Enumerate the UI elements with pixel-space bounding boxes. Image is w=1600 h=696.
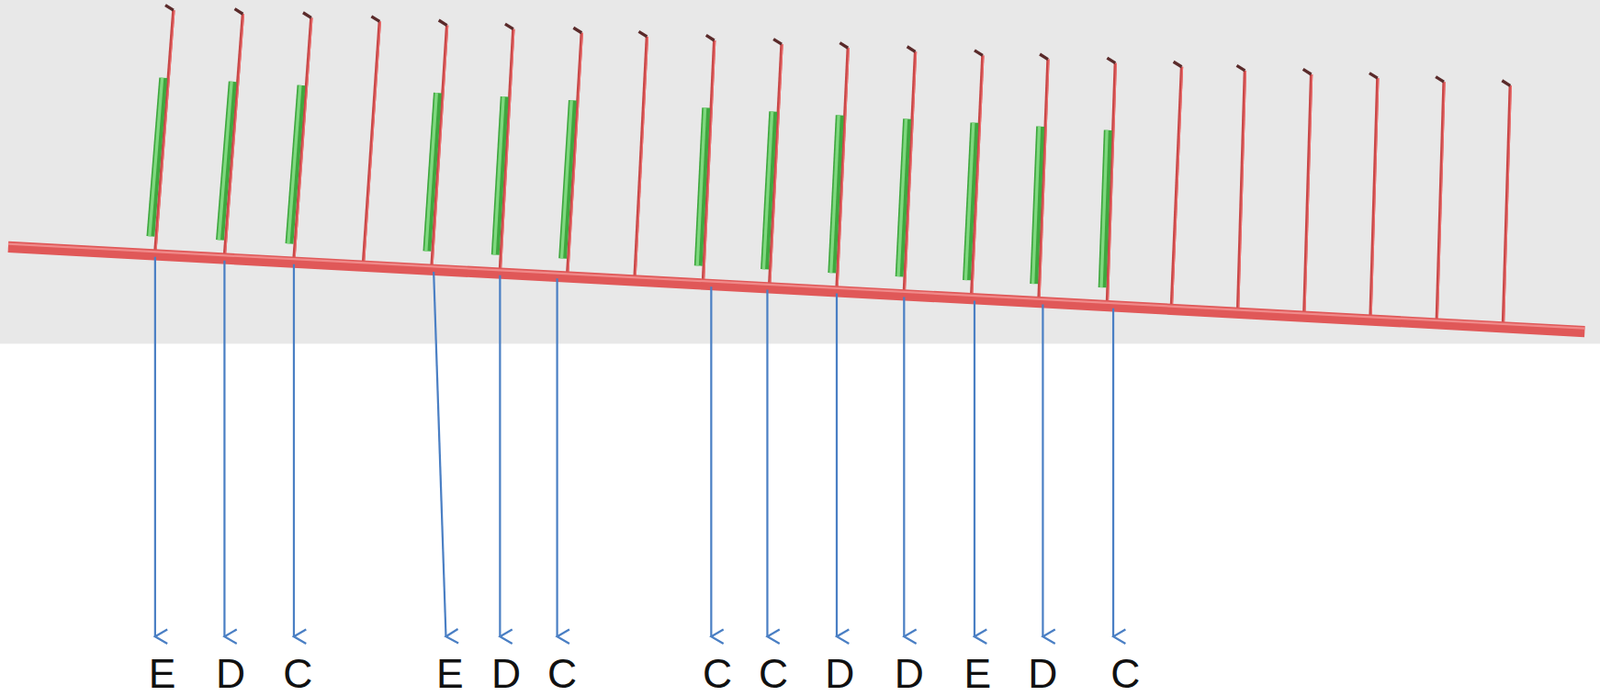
green-bar-highlight [218, 81, 232, 241]
tine-hook [1236, 65, 1245, 71]
note-label: C [758, 653, 789, 694]
green-bar-highlight [898, 119, 906, 278]
tine-highlight [364, 21, 382, 263]
tine [1502, 85, 1510, 325]
tine-hook [773, 39, 782, 46]
tine-hook [1303, 68, 1312, 75]
tine-hook [1435, 77, 1444, 83]
tine [363, 21, 381, 263]
tine-highlight [1305, 74, 1313, 314]
tine-highlight [1437, 81, 1445, 321]
tine [1171, 67, 1182, 307]
pointer-arrow [973, 301, 976, 638]
green-bar-highlight [426, 92, 437, 251]
green-bar-highlight [1033, 126, 1040, 284]
tine-hook [165, 5, 174, 12]
pointer-arrow [292, 264, 295, 637]
tine-hook [974, 50, 983, 57]
tine-hook [706, 34, 715, 41]
pointer-arrow [902, 296, 905, 637]
tine-hook [303, 12, 312, 19]
tine-highlight [1504, 85, 1512, 325]
green-bar-highlight [697, 107, 705, 266]
tine-hook [371, 16, 380, 23]
tine [1370, 78, 1378, 317]
note-label: D [215, 653, 246, 694]
pointer-arrow [555, 278, 558, 637]
note-label: C [282, 653, 313, 694]
note-label: C [547, 653, 577, 694]
tine-hook [1501, 80, 1510, 87]
pointer-arrow [498, 275, 501, 637]
rail-highlight [8, 244, 1585, 329]
tine-hook [235, 9, 244, 15]
tine [634, 36, 647, 278]
note-label: C [702, 653, 733, 694]
tine [1436, 81, 1444, 321]
tine-hook [1173, 61, 1183, 68]
tine-hook [839, 43, 848, 49]
green-bar-highlight [562, 100, 573, 259]
tines [149, 5, 1512, 325]
note-label: D [894, 653, 924, 694]
note-label: E [963, 653, 992, 694]
pointer-arrow [154, 257, 157, 638]
green-bar-highlight [763, 111, 772, 270]
tine-hook [573, 27, 582, 34]
rail [8, 247, 1585, 332]
note-label: D [491, 653, 521, 694]
tine-highlight [1172, 67, 1184, 307]
tine-hook [1039, 54, 1048, 60]
tine [1238, 70, 1246, 311]
arrows [155, 257, 1114, 638]
note-label: E [148, 653, 177, 694]
pointer-arrow [1112, 308, 1115, 638]
pointer-arrow [433, 271, 446, 637]
green-bar-highlight [288, 85, 301, 245]
green-bar-highlight [831, 115, 839, 274]
tine-hook [1106, 57, 1116, 64]
green-bar-highlight [149, 78, 163, 237]
pointer-arrow [1041, 304, 1044, 638]
note-label: D [824, 653, 855, 694]
green-bar-highlight [494, 96, 504, 255]
note-label: D [1027, 653, 1058, 694]
note-label: C [1110, 653, 1140, 694]
tine-hook [638, 31, 647, 37]
pointer-arrow [709, 286, 712, 637]
tine-hook [439, 20, 448, 26]
note-label: E [436, 653, 464, 694]
backdrop [0, 0, 1600, 344]
green-bar-highlight [1101, 130, 1107, 288]
tine-highlight [1239, 70, 1247, 311]
tine-hook [1369, 73, 1378, 79]
tine-highlight [635, 36, 648, 278]
pointer-arrow [835, 293, 838, 638]
tine-hook [907, 46, 916, 53]
tine-highlight [1371, 78, 1379, 317]
pointer-arrow [766, 289, 768, 637]
tine [1304, 74, 1312, 314]
tine-hook [505, 23, 514, 30]
pointer-arrow [223, 260, 226, 638]
green-bar-highlight [965, 123, 973, 281]
